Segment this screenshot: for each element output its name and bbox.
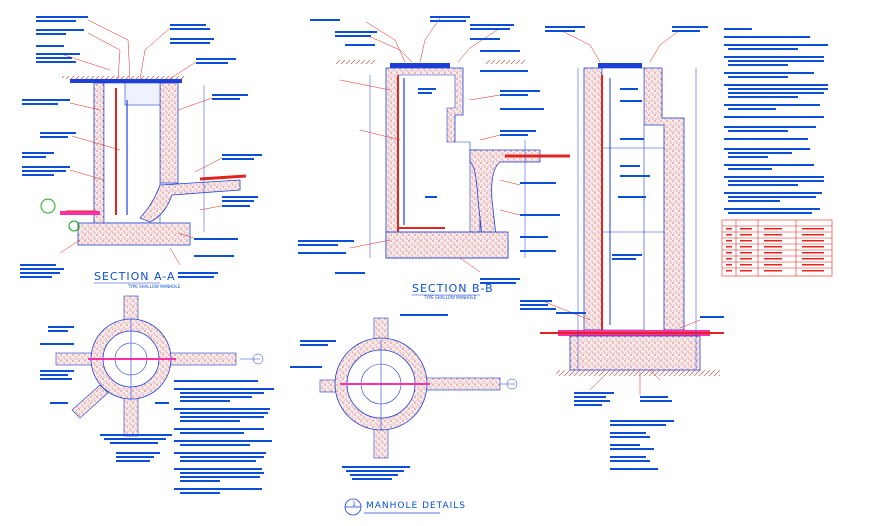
detail-number: 1 xyxy=(352,501,356,508)
pipe-schedule-table xyxy=(721,219,833,277)
drawing-title: MANHOLE DETAILS xyxy=(366,501,467,511)
plan-view-left xyxy=(40,295,264,462)
installation-notes xyxy=(174,380,274,494)
manhole-elevation xyxy=(520,26,724,470)
section-b-b xyxy=(298,16,570,284)
section-title-underlines xyxy=(94,282,480,296)
title-marker xyxy=(344,498,440,516)
section-a-title: SECTION A-A xyxy=(94,270,176,283)
plan-view-center xyxy=(290,314,518,480)
section-b-subtitle: TYPE SHALLOW MANHOLE xyxy=(424,295,477,300)
section-a-subtitle: TYPE SHALLOW MANHOLE xyxy=(128,284,181,289)
section-a-a xyxy=(20,16,262,278)
general-notes xyxy=(724,28,828,214)
section-b-title: SECTION B-B xyxy=(412,282,494,295)
